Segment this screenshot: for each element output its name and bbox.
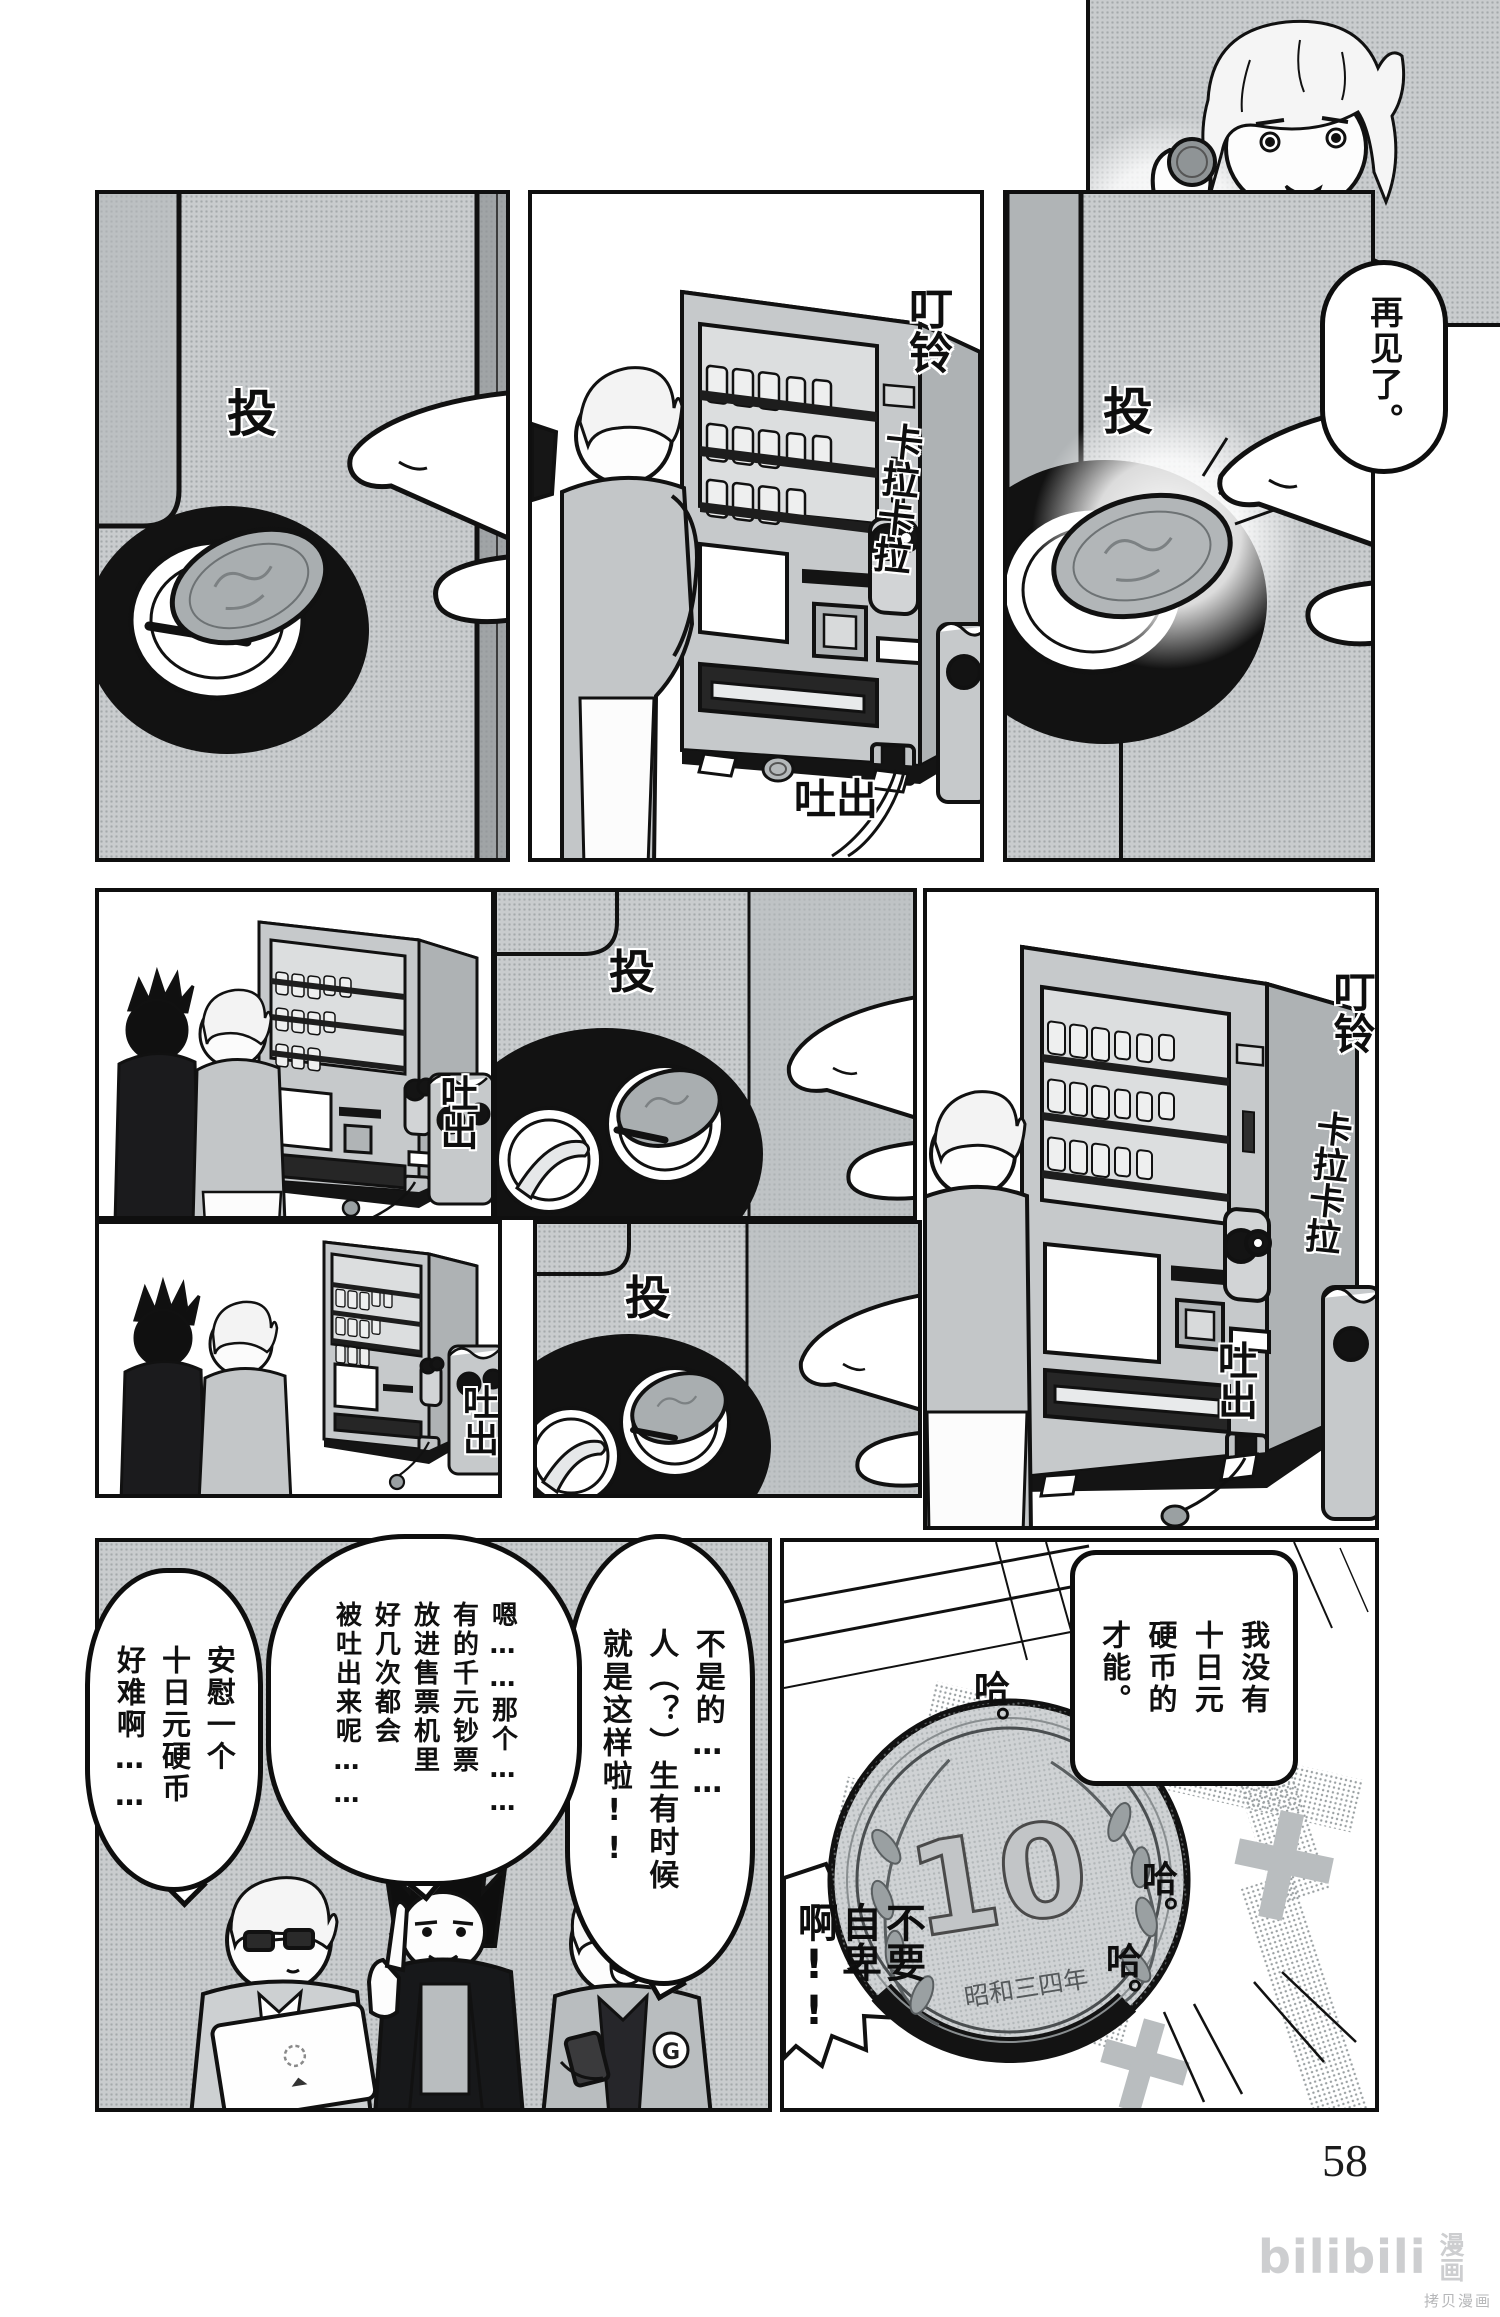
friends-illustration: G (189, 1824, 713, 2108)
vending-machine (1020, 944, 1359, 1514)
two-bystanders (113, 966, 287, 1216)
panel-row1-coin-closeup: 投 (1003, 190, 1375, 862)
coin-insert (868, 516, 921, 617)
ten-yen-coin (169, 526, 329, 646)
coin-closeup-illustration (1007, 194, 1371, 858)
panel-row3-pair: 吐出 (95, 1220, 502, 1498)
bubble-text: 再见了。 (1364, 295, 1404, 439)
copy-watermark-bottom: 拷贝漫画 (1424, 2292, 1493, 2310)
speech-bubble-left: 安慰一个 十日元硬币 好难啊…… (85, 1568, 263, 1892)
panel-row1-coin-slot: 投 (95, 190, 510, 862)
pointing-hand (347, 390, 506, 625)
panel-row2-pair: 吐出 (95, 888, 495, 1220)
coin-scene-illustration: 10 昭和三四年 (784, 1542, 1369, 2108)
speech-bubble-middle: 嗯……那个…… 有的千元钞票 放进售票机里 好几次都会 被吐出来呢…… (266, 1534, 582, 1886)
panel-vending-large: 叮铃 卡拉卡拉 吐出 (923, 888, 1379, 1530)
ejected-coin (761, 755, 795, 783)
bystander-back (532, 366, 699, 858)
sfx-laugh-2: 哈。 (1136, 1860, 1177, 1932)
speech-bubble-right: 不是的…… 人（？）生有时候 就是这样啦!! (565, 1534, 755, 1986)
ten-yen-coin (1051, 492, 1233, 620)
coin-slot-illustration (99, 194, 506, 858)
pointing-hand (786, 995, 913, 1201)
laurel-leaves (870, 1802, 1158, 2015)
coin-value-text: 10 (899, 1793, 1098, 1968)
vending-machine (680, 289, 980, 858)
bottom-speed-lines (1162, 1971, 1357, 2103)
vending-machine (257, 920, 479, 1216)
pair-vending-illustration (113, 920, 491, 1216)
bilibili-watermark: bilibili 漫画 (1258, 2230, 1465, 2284)
bilibili-logo-suffix: 漫画 (1435, 2232, 1465, 2282)
page-number: 58 (1322, 2135, 1368, 2186)
sfx-throw: 投 (227, 385, 277, 443)
panel-row1-vending: 叮铃 卡拉卡拉 吐出 (528, 190, 984, 862)
shout-text: 不要 自卑啊!! (791, 1902, 925, 2034)
sfx-laugh-1: 哈。 (968, 1670, 1009, 1742)
sfx-dingling: 叮铃 (1327, 970, 1376, 1054)
sfx-throw: 投 (625, 1271, 671, 1325)
sfx-eject: 吐出 (1211, 1340, 1257, 1420)
bubble-text: 不是的…… 人（？）生有时候 就是这样啦!! (596, 1628, 725, 1892)
bubble-text: 我没有 十日元 硬币的 才能。 (1097, 1620, 1271, 1716)
trash-bin (1321, 1285, 1375, 1521)
character-glasses (189, 1876, 378, 2108)
speech-bubble-talent: 我没有 十日元 硬币的 才能。 (1070, 1550, 1298, 1786)
door-edge-shade (99, 194, 177, 524)
sfx-throw: 投 (1103, 383, 1153, 441)
two-bystanders (119, 1276, 293, 1494)
bubble-text: 安慰一个 十日元硬币 好难啊…… (112, 1645, 237, 1815)
coin-trajectory (372, 1181, 417, 1216)
vending-large-illustration (927, 944, 1375, 1526)
coin-insert (1223, 1207, 1272, 1303)
coin-trajectory (831, 769, 906, 858)
coin-return-slot (99, 506, 369, 754)
sfx-eject: 吐出 (434, 1074, 478, 1150)
sfx-dingling: 叮铃 (901, 286, 952, 374)
vending-scene-illustration (532, 289, 980, 858)
gray-crosses (1100, 1810, 1334, 2108)
panel-row3-slot-finger: 投 (533, 1220, 922, 1498)
panel-row2-slot-finger: 投 (493, 888, 917, 1220)
coin-held (1167, 137, 1217, 187)
pointing-hand (798, 1293, 918, 1488)
slot-finger-illustration (497, 892, 913, 1216)
trash-bin (447, 1344, 498, 1476)
ejected-coin (341, 1198, 361, 1216)
slot-finger-illustration-2 (537, 1224, 918, 1494)
coin-insert (419, 1356, 445, 1408)
bubble-text: 嗯……那个…… 有的千元钞票 放进售票机里 好几次都会 被吐出来呢…… (331, 1600, 518, 1820)
raised-finger (366, 1900, 410, 2019)
coin-return-slot (537, 1334, 771, 1494)
bilibili-logo-text: bilibili (1258, 2230, 1427, 2284)
tablet (210, 2002, 378, 2108)
sfx-eject: 吐出 (457, 1384, 498, 1456)
ejected-coin (1160, 1504, 1190, 1526)
pair-vending-illustration-2 (119, 1240, 498, 1494)
ejected-coin (388, 1473, 406, 1491)
trash-bin (427, 1072, 491, 1206)
speech-bubble-farewell: 再见了。 (1320, 260, 1448, 474)
sfx-laugh-3: 哈。 (1100, 1942, 1141, 2014)
sfx-throw: 投 (609, 945, 655, 999)
bystander-back (927, 1090, 1033, 1526)
sfx-eject: 吐出 (794, 775, 879, 824)
door-edge-line (537, 1224, 631, 1276)
coin-return-slot (497, 1028, 763, 1216)
jacket-emblem-letter: G (662, 2040, 680, 2065)
door-edge-line (497, 892, 619, 956)
trash-bin (936, 622, 980, 804)
big-ten-yen-coin: 10 昭和三四年 (826, 1697, 1192, 2063)
